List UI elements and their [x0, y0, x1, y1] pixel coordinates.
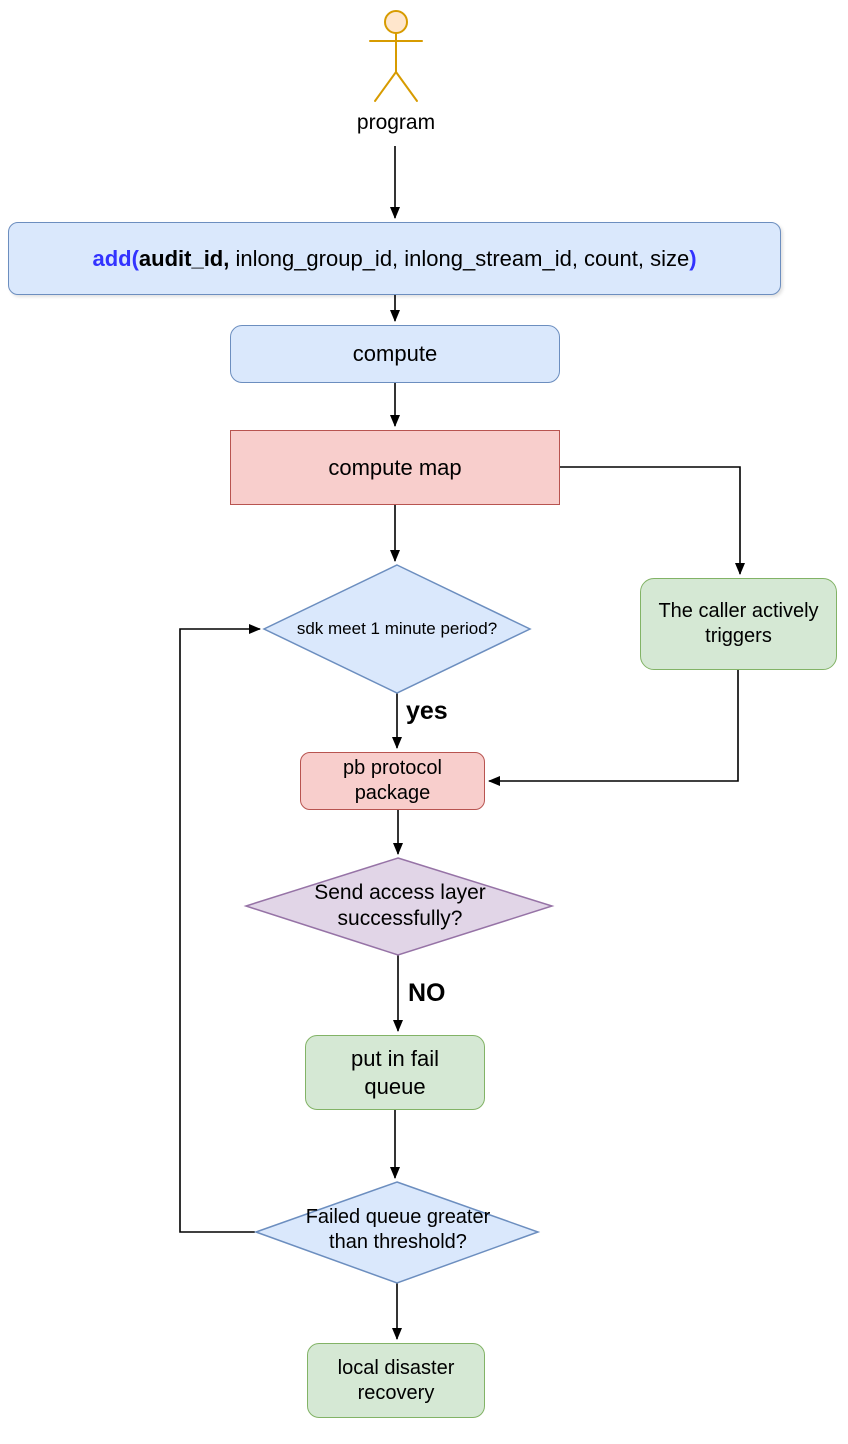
actor-label: program: [356, 111, 436, 134]
add-call-text: add(audit_id, inlong_group_id, inlong_st…: [92, 245, 696, 273]
node-compute: compute: [230, 325, 560, 383]
decision-sdk-period-label: sdk meet 1 minute period?: [296, 619, 498, 638]
decision-send-access-label: Send access layer successfully?: [314, 881, 486, 931]
add-call-close-paren: ): [689, 245, 697, 271]
node-pb-package-label: pb protocol package: [343, 757, 442, 804]
add-call-arg-audit-id: audit_id,: [138, 245, 230, 271]
add-call-args-rest: inlong_group_id, inlong_stream_id, count…: [229, 245, 690, 271]
decision-send-access-shape: [243, 857, 555, 956]
node-fail-queue-label: put in fail queue: [350, 1046, 440, 1099]
edge-compute-map-to-caller-triggers: [560, 466, 745, 575]
node-compute-label: compute: [352, 341, 438, 367]
node-fail-queue: put in fail queue: [305, 1035, 485, 1110]
edge-label-no: NO: [408, 979, 446, 1007]
node-disaster-recovery: local disaster recovery: [307, 1343, 485, 1418]
decision-failed-threshold-shape: [253, 1181, 541, 1284]
edge-failed-decision-loop-to-sdk-decision: [179, 624, 261, 1233]
node-compute-map: compute map: [230, 430, 560, 505]
decision-sdk-period-shape: [262, 564, 532, 694]
node-compute-map-label: compute map: [328, 454, 462, 480]
actor-icon: [369, 10, 423, 102]
node-caller-triggers-label: The caller actively triggers: [658, 600, 819, 647]
node-caller-triggers: The caller actively triggers: [640, 578, 837, 670]
node-pb-package: pb protocol package: [300, 752, 485, 810]
node-add-call: add(audit_id, inlong_group_id, inlong_st…: [8, 222, 781, 295]
node-disaster-recovery-label: local disaster recovery: [337, 1356, 455, 1404]
edge-label-yes: yes: [406, 697, 448, 725]
decision-failed-threshold-label: Failed queue greater than threshold?: [305, 1206, 491, 1253]
add-call-prefix: add(: [92, 245, 139, 271]
edge-caller-triggers-to-pb-package: [488, 670, 739, 786]
